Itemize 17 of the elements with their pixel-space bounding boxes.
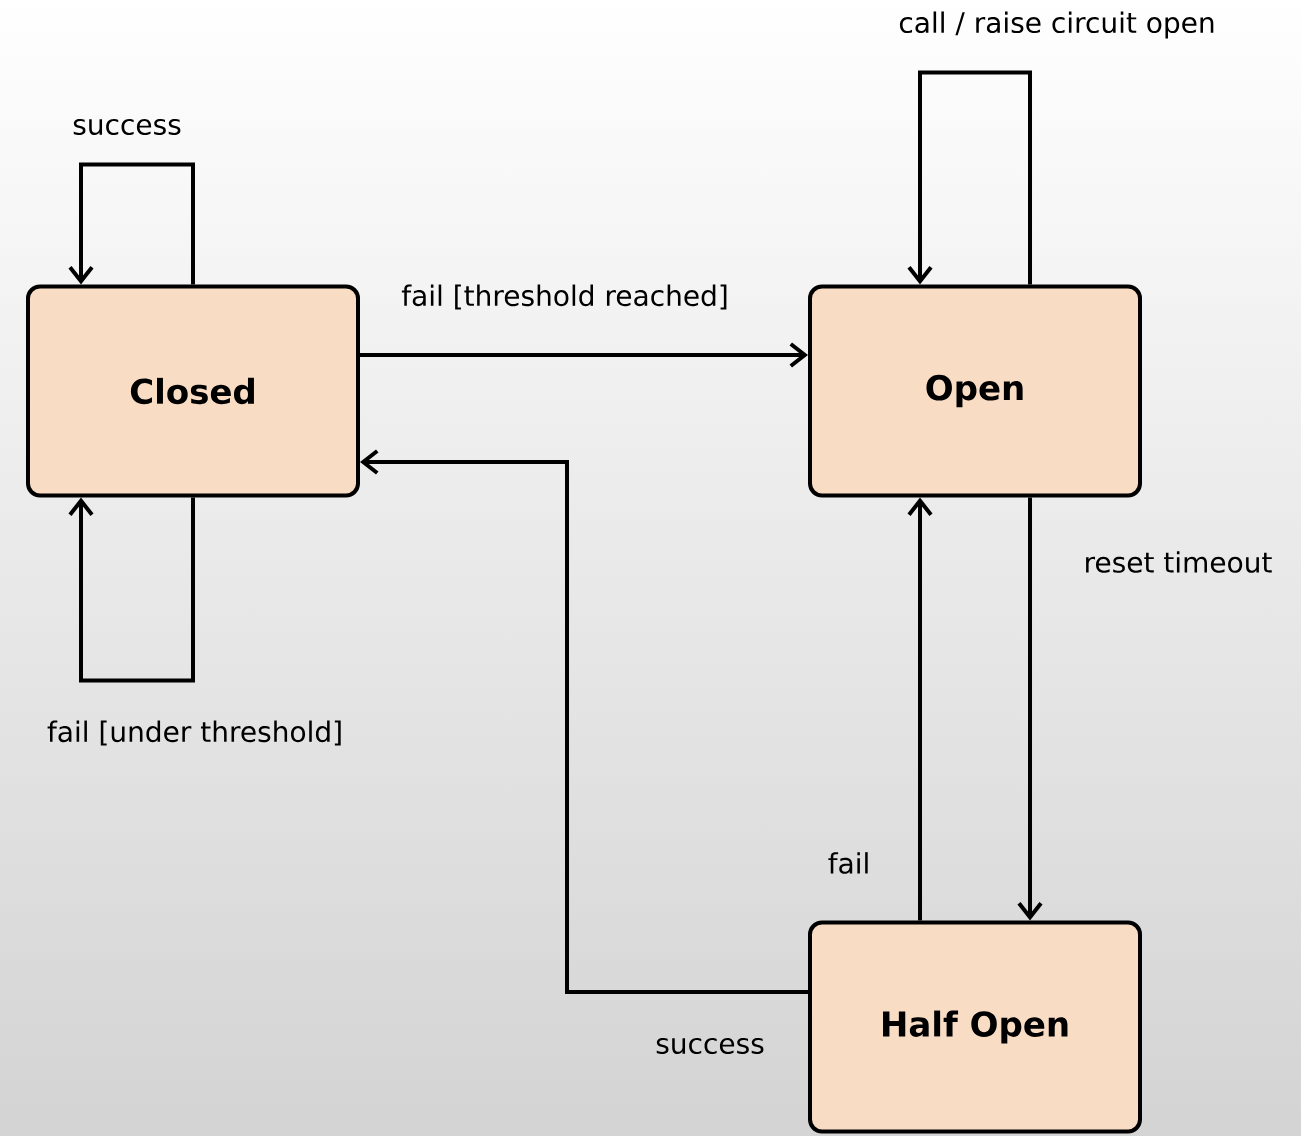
arrow: [1017, 497, 1043, 921]
state-box: Half Open: [808, 920, 1142, 1134]
edge-label: reset timeout: [1086, 551, 1272, 573]
arrow: [68, 162, 195, 285]
arrow: [360, 342, 808, 368]
edge-label: success: [656, 1037, 764, 1055]
edge-label: call / raise circuit open: [899, 11, 1214, 39]
edge-label: success: [73, 118, 181, 136]
arrow: [360, 449, 808, 994]
arrow: [907, 70, 1032, 285]
edge-label: fail [threshold reached]: [401, 284, 727, 310]
edge-label: fail [under threshold]: [47, 720, 341, 746]
arrow: [907, 497, 933, 921]
state-box: Open: [808, 284, 1142, 498]
state-box: Closed: [26, 284, 360, 498]
arrow: [68, 497, 195, 683]
edge-label: fail: [828, 852, 868, 874]
